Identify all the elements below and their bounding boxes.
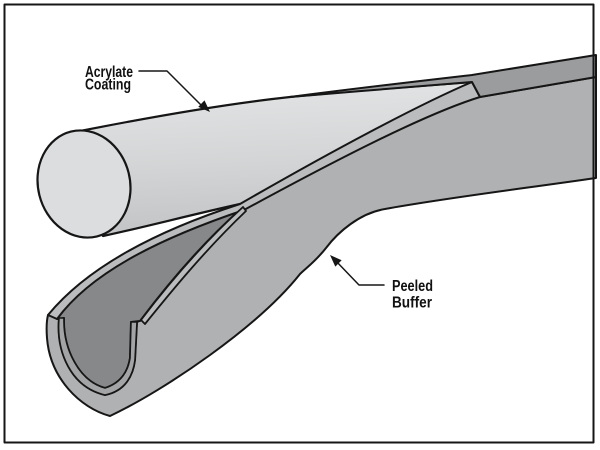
peeled-arrowhead xyxy=(330,255,342,267)
acrylate-coating-label-line2: Coating xyxy=(85,77,131,94)
linework-group xyxy=(3,3,597,444)
acrylate-coating-label-line1: Acrylate xyxy=(85,64,133,81)
acrylate-leader-line xyxy=(138,70,205,109)
fiber-bottom-edge xyxy=(101,202,242,238)
buffer-inner-wall-band xyxy=(57,317,138,396)
peeled-buffer-label-line1: Peeled xyxy=(392,278,433,295)
peeled-buffer-label-line2: Buffer xyxy=(392,295,432,312)
coated-fiber-cylinder xyxy=(57,82,476,236)
labels-group: Acrylate Coating Peeled Buffer xyxy=(85,64,433,312)
figure-border xyxy=(3,3,595,444)
trough-right-rim-band xyxy=(140,206,247,325)
buffer-top-band xyxy=(289,54,597,98)
peeled-leader-line xyxy=(334,259,385,286)
acrylate-arrowhead xyxy=(198,100,210,112)
fiber-end-face xyxy=(36,129,132,239)
